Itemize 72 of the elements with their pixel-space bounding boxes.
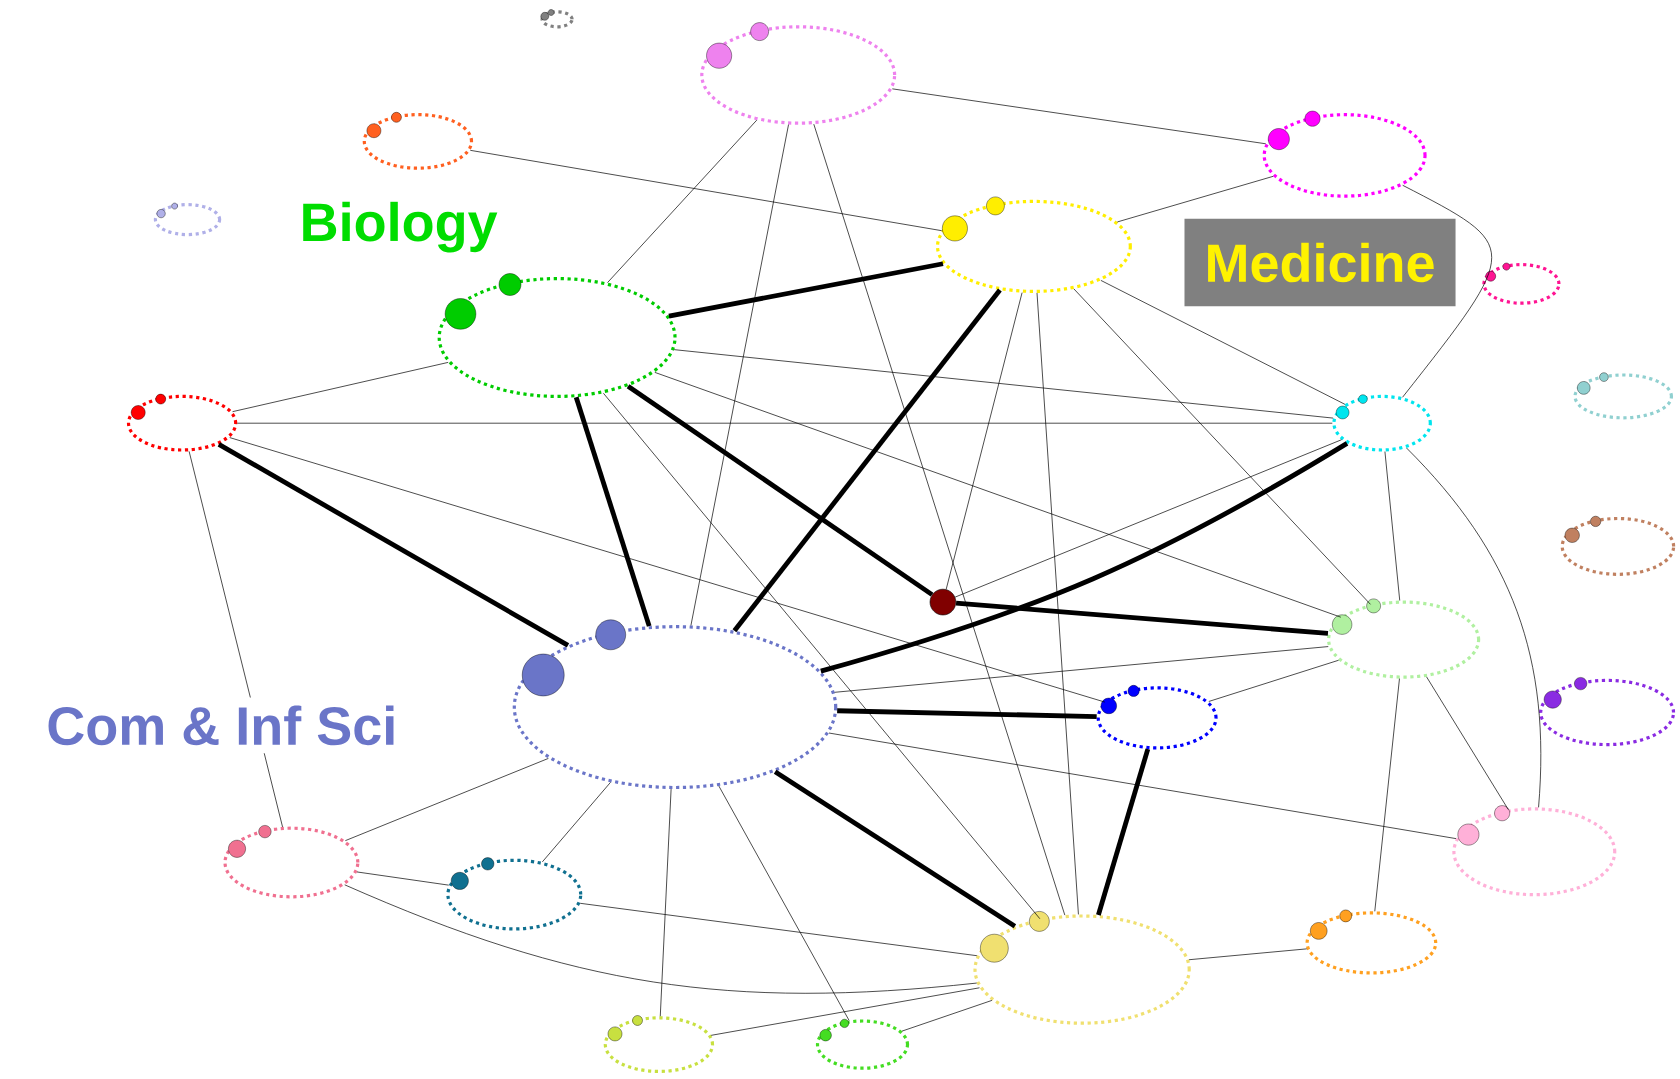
cluster-ring bbox=[362, 112, 474, 170]
link-line bbox=[229, 437, 1106, 703]
link-line bbox=[579, 902, 978, 957]
cluster-ring bbox=[700, 22, 897, 125]
cluster-ring bbox=[1482, 262, 1561, 305]
cluster-ring bbox=[603, 1015, 715, 1073]
link-line bbox=[1188, 948, 1308, 961]
cluster-ring bbox=[1096, 685, 1218, 750]
link-line bbox=[345, 758, 549, 841]
link-line bbox=[945, 292, 1023, 590]
cluster-ring bbox=[540, 9, 574, 29]
area-label: Com & Inf Sci bbox=[38, 697, 406, 754]
cluster-ring bbox=[973, 911, 1191, 1025]
link-line bbox=[673, 349, 1334, 419]
cluster-ring bbox=[1573, 372, 1673, 420]
cluster-ring bbox=[1262, 110, 1427, 198]
link-line bbox=[626, 384, 934, 597]
cluster-ring bbox=[1560, 516, 1676, 576]
link-line bbox=[690, 124, 789, 626]
link-line bbox=[217, 442, 570, 648]
cluster-ring bbox=[1332, 394, 1432, 452]
cluster-ring bbox=[1305, 909, 1438, 975]
label-box: Medicine bbox=[1184, 218, 1456, 307]
link-line bbox=[356, 871, 450, 886]
link-line bbox=[573, 396, 652, 627]
link-line bbox=[603, 392, 1041, 920]
link-line bbox=[955, 600, 1329, 636]
link-line bbox=[1073, 288, 1371, 605]
cluster-dot bbox=[929, 588, 957, 616]
link-line bbox=[710, 987, 980, 1036]
link-line bbox=[469, 150, 942, 231]
link-line bbox=[232, 362, 449, 413]
cluster-ring bbox=[815, 1019, 910, 1070]
cluster-ring bbox=[512, 619, 838, 790]
cluster-ring bbox=[126, 393, 238, 452]
link-line bbox=[954, 439, 1342, 598]
link-line bbox=[1402, 184, 1493, 398]
link-line bbox=[668, 261, 944, 319]
area-label: Biology bbox=[291, 193, 506, 261]
link-line bbox=[718, 785, 850, 1021]
cluster-ring bbox=[437, 273, 677, 398]
link-line bbox=[1384, 451, 1401, 601]
link-line bbox=[732, 288, 1002, 633]
link-line bbox=[1117, 175, 1274, 223]
link-line bbox=[344, 884, 978, 994]
link-line bbox=[236, 422, 1333, 424]
link-line bbox=[892, 88, 1267, 145]
link-line bbox=[542, 782, 611, 863]
link-line bbox=[837, 708, 1097, 719]
link-line bbox=[1374, 678, 1400, 912]
cluster-ring bbox=[1539, 677, 1676, 747]
link-line bbox=[901, 1000, 993, 1032]
link-line bbox=[607, 119, 758, 283]
cluster-ring bbox=[446, 857, 583, 931]
link-line bbox=[813, 123, 1066, 916]
link-line bbox=[1208, 659, 1339, 702]
cluster-ring bbox=[935, 196, 1132, 293]
link-line bbox=[773, 769, 1017, 929]
link-line bbox=[1096, 748, 1151, 916]
link-line bbox=[828, 732, 1457, 839]
link-line bbox=[1426, 676, 1509, 810]
cluster-ring bbox=[1452, 805, 1617, 897]
link-line bbox=[820, 441, 1349, 674]
link-line bbox=[654, 372, 1342, 618]
link-line bbox=[1100, 280, 1346, 405]
link-line bbox=[659, 788, 672, 1017]
link-line bbox=[1406, 447, 1541, 808]
cluster-ring bbox=[223, 825, 360, 899]
link-line bbox=[1036, 292, 1079, 915]
cluster-ring bbox=[1327, 598, 1481, 679]
cluster-ring bbox=[153, 202, 222, 237]
link-line bbox=[834, 646, 1329, 693]
